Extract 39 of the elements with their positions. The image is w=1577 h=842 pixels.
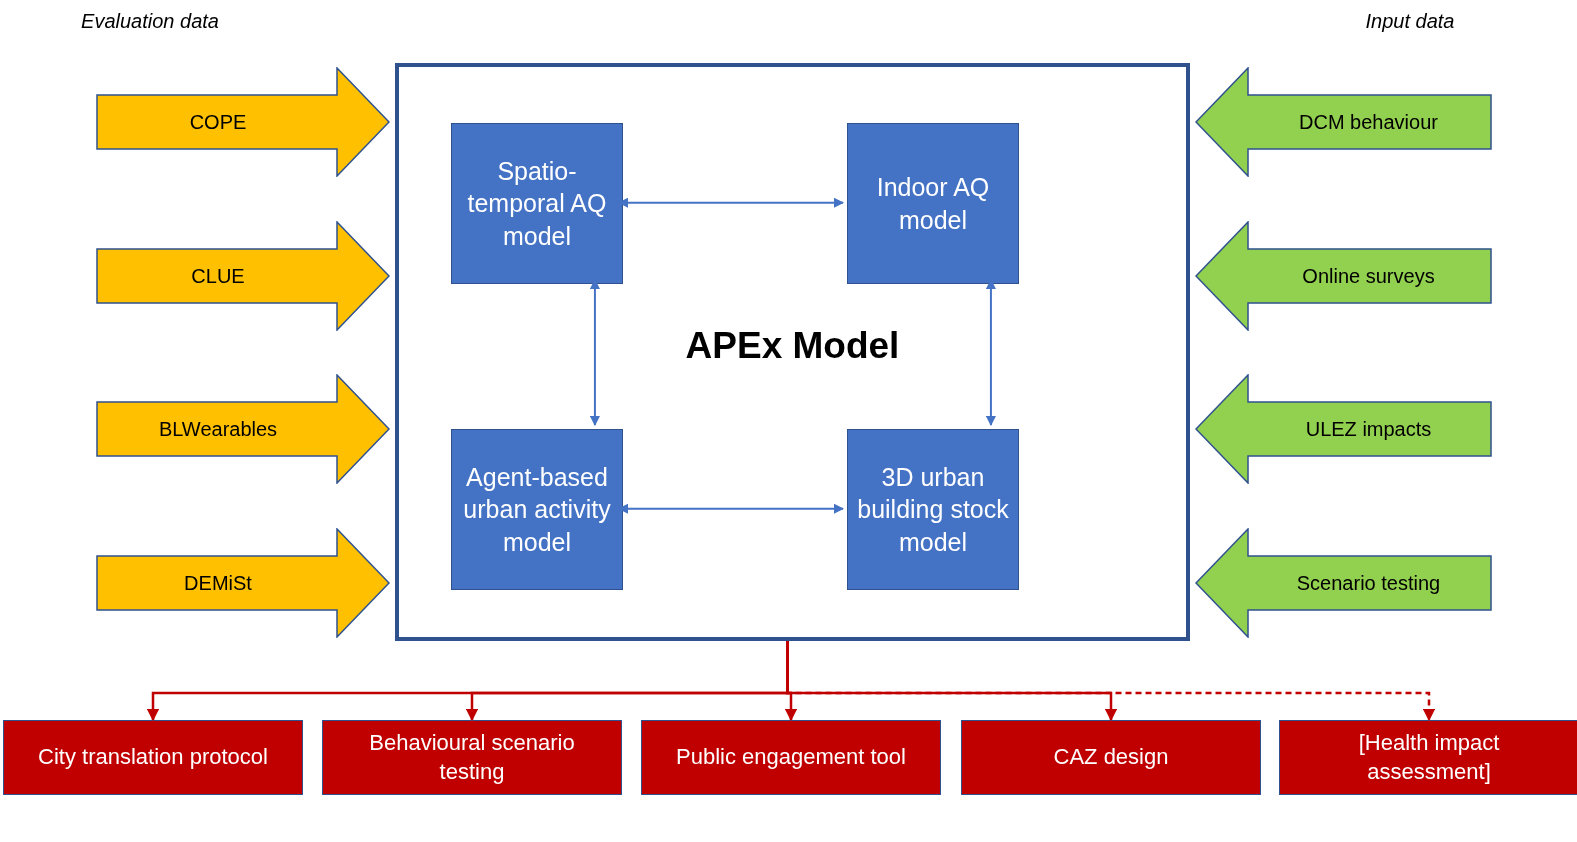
column-heading: Input data <box>1365 10 1455 33</box>
model-frame <box>395 63 1190 641</box>
model-box <box>847 123 1019 284</box>
output-box <box>3 720 303 795</box>
data-source-tag <box>1195 221 1492 331</box>
output-box <box>322 720 622 795</box>
node-label: BLWearables <box>158 417 278 442</box>
node-label: 3D urban building stock model <box>856 461 1010 558</box>
node-label: Indoor AQ model <box>875 172 991 236</box>
model-box <box>451 123 623 284</box>
node-label: Spatio-temporal AQ model <box>466 155 608 252</box>
node-label: Agent-based urban activity model <box>462 461 612 558</box>
node-label: Behavioural scenario testing <box>368 728 576 786</box>
data-source-tag <box>96 221 390 331</box>
node-label: Online surveys <box>1302 264 1435 289</box>
node-label: City translation protocol <box>38 743 268 772</box>
data-source-tag <box>1195 374 1492 484</box>
node-label: Public engagement tool <box>676 743 906 772</box>
node-label: DEMiSt <box>184 571 252 596</box>
model-box <box>451 429 623 590</box>
model-box <box>847 429 1019 590</box>
node-label: CAZ design <box>1053 743 1169 772</box>
node-label: COPE <box>189 110 247 135</box>
data-source-tag <box>96 374 390 484</box>
model-title: APEx Model <box>684 325 901 367</box>
node-label: CLUE <box>191 264 245 289</box>
arrow <box>786 641 1118 722</box>
output-box <box>961 720 1261 795</box>
data-source-tag <box>1195 528 1492 638</box>
node-label: DCM behaviour <box>1299 110 1438 135</box>
data-source-tag <box>96 67 390 177</box>
node-label: [Health impact assessment] <box>1357 728 1501 786</box>
output-box <box>1279 720 1577 795</box>
data-source-tag <box>96 528 390 638</box>
output-box <box>641 720 941 795</box>
node-label: ULEZ impacts <box>1305 417 1432 442</box>
node-label: Scenario testing <box>1296 571 1441 596</box>
column-heading: Evaluation data <box>81 10 219 33</box>
data-source-tag <box>1195 67 1492 177</box>
